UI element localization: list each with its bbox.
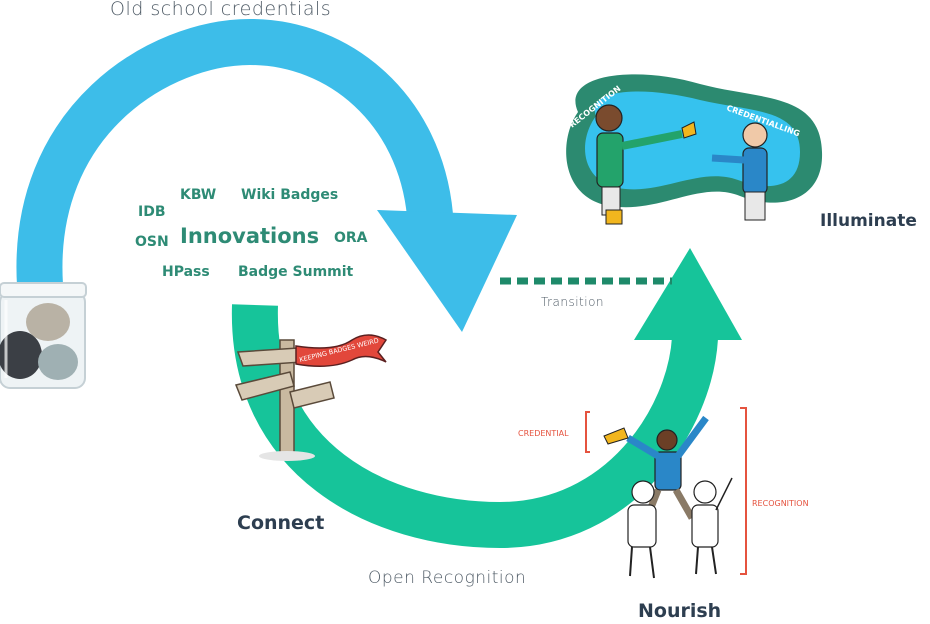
nourish-label: Nourish xyxy=(638,600,722,622)
open-recognition-label: Open Recognition xyxy=(368,568,527,588)
innovations-title: Innovations xyxy=(180,224,320,248)
transition-label: Transition xyxy=(541,295,605,309)
signpost-icon xyxy=(234,334,388,461)
nourish-illustration xyxy=(585,407,747,579)
innovation-badge-summit: Badge Summit xyxy=(238,264,354,280)
illuminate-bubble xyxy=(566,74,823,225)
innovation-osn: OSN xyxy=(135,234,169,250)
old-school-credentials-label: Old school credentials xyxy=(110,0,332,20)
illuminate-label: Illuminate xyxy=(820,211,917,231)
innovation-hpass: HPass xyxy=(162,264,210,280)
innovation-kbw: KBW xyxy=(180,187,217,203)
innovation-idb: IDB xyxy=(138,204,166,220)
blue-arrow xyxy=(16,18,517,332)
innovation-ora: ORA xyxy=(334,230,368,246)
connect-label: Connect xyxy=(237,512,325,534)
innovation-wiki-badges: Wiki Badges xyxy=(241,187,339,203)
credential-annotation: CREDENTIAL xyxy=(518,429,569,438)
jar-icon xyxy=(0,282,87,389)
recognition-annotation: RECOGNITION xyxy=(752,499,809,508)
